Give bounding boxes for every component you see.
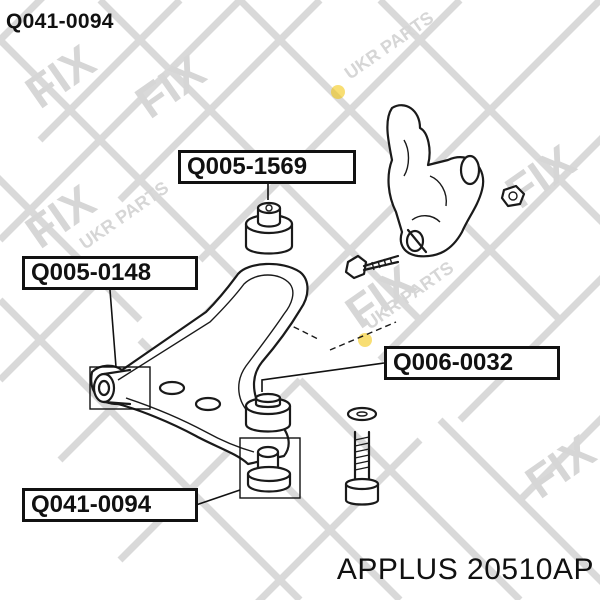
knuckle-strut-mount — [459, 154, 481, 186]
rear-bushing — [244, 201, 294, 255]
watermark-gear-icon-3 — [358, 333, 372, 347]
ball-joint — [239, 437, 301, 499]
vertical-bushing — [244, 392, 292, 433]
knuckle-nut — [500, 184, 526, 208]
label-vertical-bushing: Q006-0032 — [384, 346, 560, 380]
front-bushing — [89, 366, 151, 410]
label-rear-bushing: Q005-1569 — [178, 150, 356, 184]
steering-knuckle — [386, 104, 485, 258]
knuckle-ball-joint-boss — [405, 229, 425, 253]
pinch-bolt — [344, 254, 400, 280]
watermark-gear-icon-1 — [331, 85, 345, 99]
watermark-fix-text-1: FIX — [16, 34, 105, 118]
label-ball-joint: Q041-0094 — [22, 488, 198, 522]
lower-control-arm — [90, 262, 309, 466]
arm-hole-1 — [158, 380, 186, 396]
label-front-bushing: Q005-0148 — [22, 256, 198, 290]
footer-part-reference: APPLUS 20510AP — [336, 553, 594, 586]
leader-lines — [109, 184, 385, 506]
vertical-bolt — [344, 406, 380, 506]
arm-hole-2 — [194, 396, 222, 412]
page-title: Q041-0094 — [6, 10, 114, 33]
